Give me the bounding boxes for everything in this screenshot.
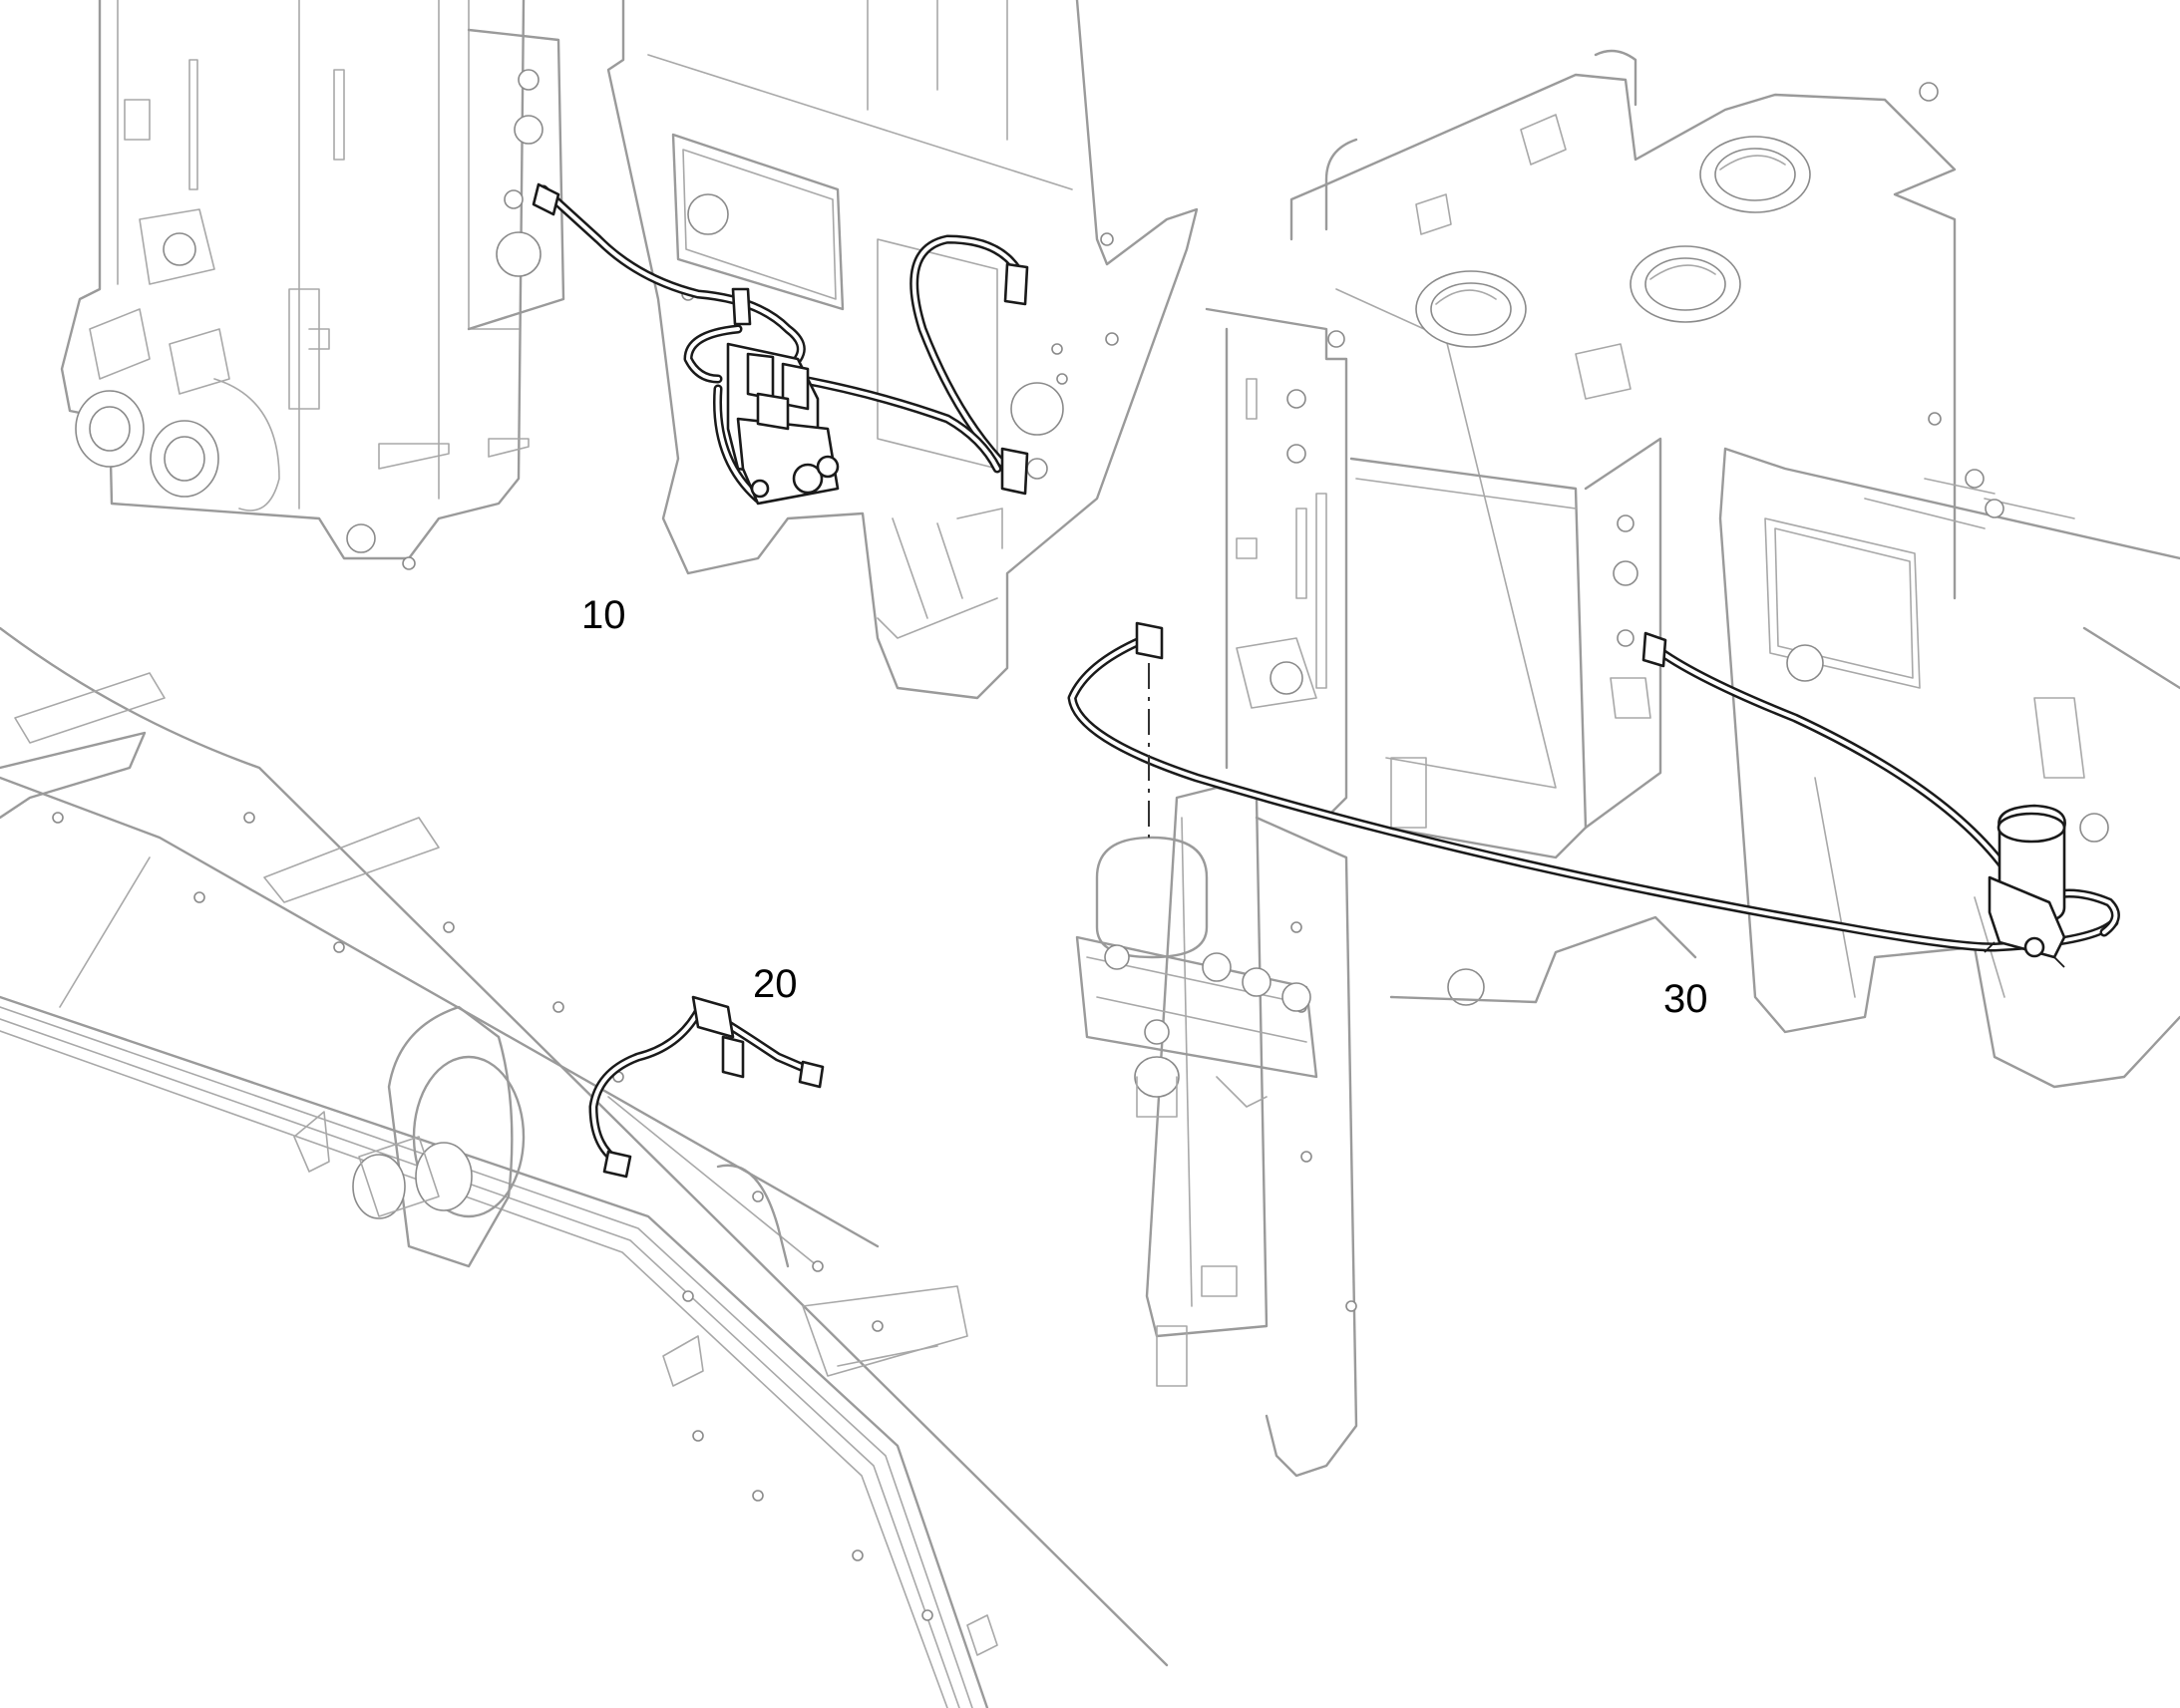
item-10-valve-block-hoses: [532, 182, 1029, 506]
callout-item-30: 30: [1663, 977, 1708, 1021]
curved-track-frame: [0, 626, 1169, 1708]
pipe-coupling-left: [75, 308, 280, 512]
central-valve-column: [1075, 786, 1358, 1478]
callout-item-20: 20: [753, 962, 798, 1006]
top-center-frame: [606, 0, 1199, 700]
item-20-hose-assembly: [588, 995, 825, 1179]
item-30-long-hose-assembly: [1067, 621, 2120, 968]
top-left-frame: [60, 0, 565, 570]
track-drive-hub: [352, 1005, 526, 1268]
callout-item-10: 10: [581, 593, 626, 637]
